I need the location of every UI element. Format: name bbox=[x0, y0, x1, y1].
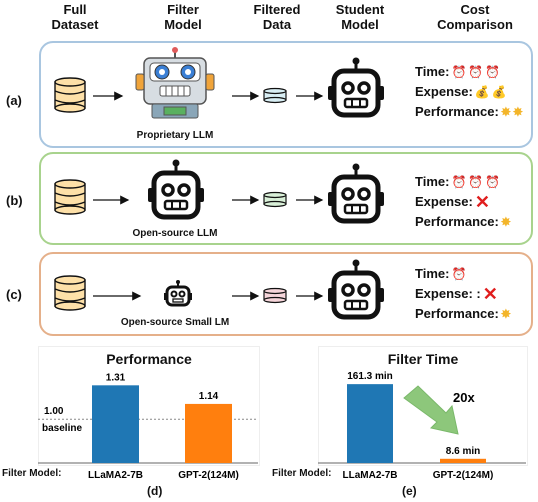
x-tick-label: LLaMA2-7B bbox=[342, 470, 397, 481]
bar-value-label: 1.14 bbox=[199, 391, 219, 402]
bar-value-label: 1.31 bbox=[106, 372, 126, 383]
performance-label: Performance: bbox=[415, 306, 499, 321]
expense-label: Expense: bbox=[415, 194, 473, 209]
baseline-text-label: baseline bbox=[42, 423, 82, 434]
star-icon: ✸ bbox=[500, 215, 511, 229]
robot-icon bbox=[328, 57, 384, 118]
bar bbox=[185, 403, 232, 463]
cost-time: Time: ⏰⏰⏰ bbox=[415, 172, 511, 192]
header-student-model-text: Student Model bbox=[335, 2, 385, 32]
alarm-clock-icon: ⏰ bbox=[485, 175, 501, 189]
x-tick-label: LLaMA2-7B bbox=[88, 470, 143, 481]
bar-value-label: 161.3 min bbox=[347, 371, 393, 382]
caption-open-source-small-lm: Open-source Small LM bbox=[120, 317, 230, 328]
header-filter-model-text: Filter Model bbox=[164, 2, 202, 32]
performance-label: Performance: bbox=[415, 104, 499, 119]
cost-performance: Performance: ✸ bbox=[415, 304, 511, 324]
expense-label: Expense: bbox=[415, 84, 473, 99]
cost-expense: Expense: : ✕ bbox=[415, 284, 511, 304]
time-label: Time: bbox=[415, 174, 450, 189]
cost-time: Time: ⏰⏰⏰ bbox=[415, 62, 523, 82]
filtered-data-icon bbox=[263, 287, 287, 304]
cost-expense: Expense: ✕ bbox=[415, 192, 511, 212]
performance-label: Performance: bbox=[415, 214, 499, 229]
database-icon bbox=[54, 275, 86, 311]
header-student-model: Student Model bbox=[315, 2, 405, 32]
red-cross-icon: ✕ bbox=[482, 284, 498, 304]
star-icon: ✸ bbox=[512, 105, 523, 119]
header-cost-comparison-text: Cost Comparison bbox=[437, 2, 513, 32]
star-icon: ✸ bbox=[500, 105, 511, 119]
panel-label-e: (e) bbox=[402, 484, 417, 498]
cost-row-a: Time: ⏰⏰⏰ Expense: 💰💰 Performance: ✸✸ bbox=[415, 62, 523, 122]
red-cross-icon: ✕ bbox=[474, 192, 490, 212]
cost-time: Time: ⏰ bbox=[415, 264, 511, 284]
star-icon: ✸ bbox=[500, 307, 511, 321]
filter-time-chart-title: Filter Time bbox=[387, 351, 459, 367]
database-icon bbox=[54, 77, 86, 113]
header-cost-comparison: Cost Comparison bbox=[430, 2, 520, 32]
x-tick-label: GPT-2(124M) bbox=[433, 470, 494, 481]
pipeline-diagram bbox=[54, 47, 384, 320]
x-tick-label: GPT-2(124M) bbox=[178, 470, 239, 481]
baseline-value-label: 1.00 bbox=[44, 406, 64, 417]
filtered-data-icon bbox=[263, 87, 287, 104]
robot-icon bbox=[328, 163, 384, 224]
bar bbox=[347, 384, 393, 463]
header-full-dataset-text: Full Dataset bbox=[51, 2, 99, 32]
header-full-dataset: Full Dataset bbox=[30, 2, 120, 32]
proprietary-robot-icon bbox=[135, 47, 215, 119]
time-label: Time: bbox=[415, 64, 450, 79]
time-label: Time: bbox=[415, 266, 450, 281]
alarm-clock-icon: ⏰ bbox=[485, 65, 501, 79]
alarm-clock-icon: ⏰ bbox=[451, 175, 467, 189]
small-robot-icon bbox=[164, 280, 192, 307]
database-icon bbox=[54, 179, 86, 215]
robot-icon bbox=[148, 159, 204, 220]
header-filter-model: Filter Model bbox=[138, 2, 228, 32]
bar-value-label: 8.6 min bbox=[446, 446, 480, 457]
cost-performance: Performance: ✸ bbox=[415, 212, 511, 232]
robot-icon bbox=[328, 259, 384, 320]
speedup-annotation: 20x bbox=[453, 390, 475, 405]
header-filtered-data: Filtered Data bbox=[232, 2, 322, 32]
expense-label: Expense: : bbox=[415, 286, 481, 301]
row-label-c: (c) bbox=[6, 287, 22, 302]
cost-row-c: Time: ⏰ Expense: : ✕ Performance: ✸ bbox=[415, 264, 511, 324]
panel-label-d: (d) bbox=[147, 484, 163, 498]
reduction-arrow-icon bbox=[403, 385, 459, 435]
performance-chart-panel: Performance bbox=[38, 346, 260, 466]
alarm-clock-icon: ⏰ bbox=[468, 65, 484, 79]
caption-proprietary-llm: Proprietary LLM bbox=[136, 130, 214, 141]
filtered-data-icon bbox=[263, 191, 287, 208]
alarm-clock-icon: ⏰ bbox=[451, 65, 467, 79]
bar bbox=[440, 458, 486, 463]
row-label-b: (b) bbox=[6, 193, 23, 208]
alarm-clock-icon: ⏰ bbox=[468, 175, 484, 189]
alarm-clock-icon: ⏰ bbox=[451, 267, 467, 281]
row-c-box bbox=[39, 252, 533, 336]
cost-row-b: Time: ⏰⏰⏰ Expense: ✕ Performance: ✸ bbox=[415, 172, 511, 232]
filter-model-axis-label-e: Filter Model: bbox=[272, 468, 332, 479]
money-bag-icon: 💰 bbox=[474, 85, 490, 99]
bar bbox=[92, 385, 139, 463]
cost-expense: Expense: 💰💰 bbox=[415, 82, 523, 102]
filter-model-axis-label-d: Filter Model: bbox=[2, 468, 62, 479]
performance-chart-title: Performance bbox=[106, 351, 192, 367]
caption-open-source-llm: Open-source LLM bbox=[132, 228, 218, 239]
cost-performance: Performance: ✸✸ bbox=[415, 102, 523, 122]
money-bag-icon: 💰 bbox=[491, 85, 507, 99]
row-label-a: (a) bbox=[6, 93, 22, 108]
header-filtered-data-text: Filtered Data bbox=[253, 2, 301, 32]
